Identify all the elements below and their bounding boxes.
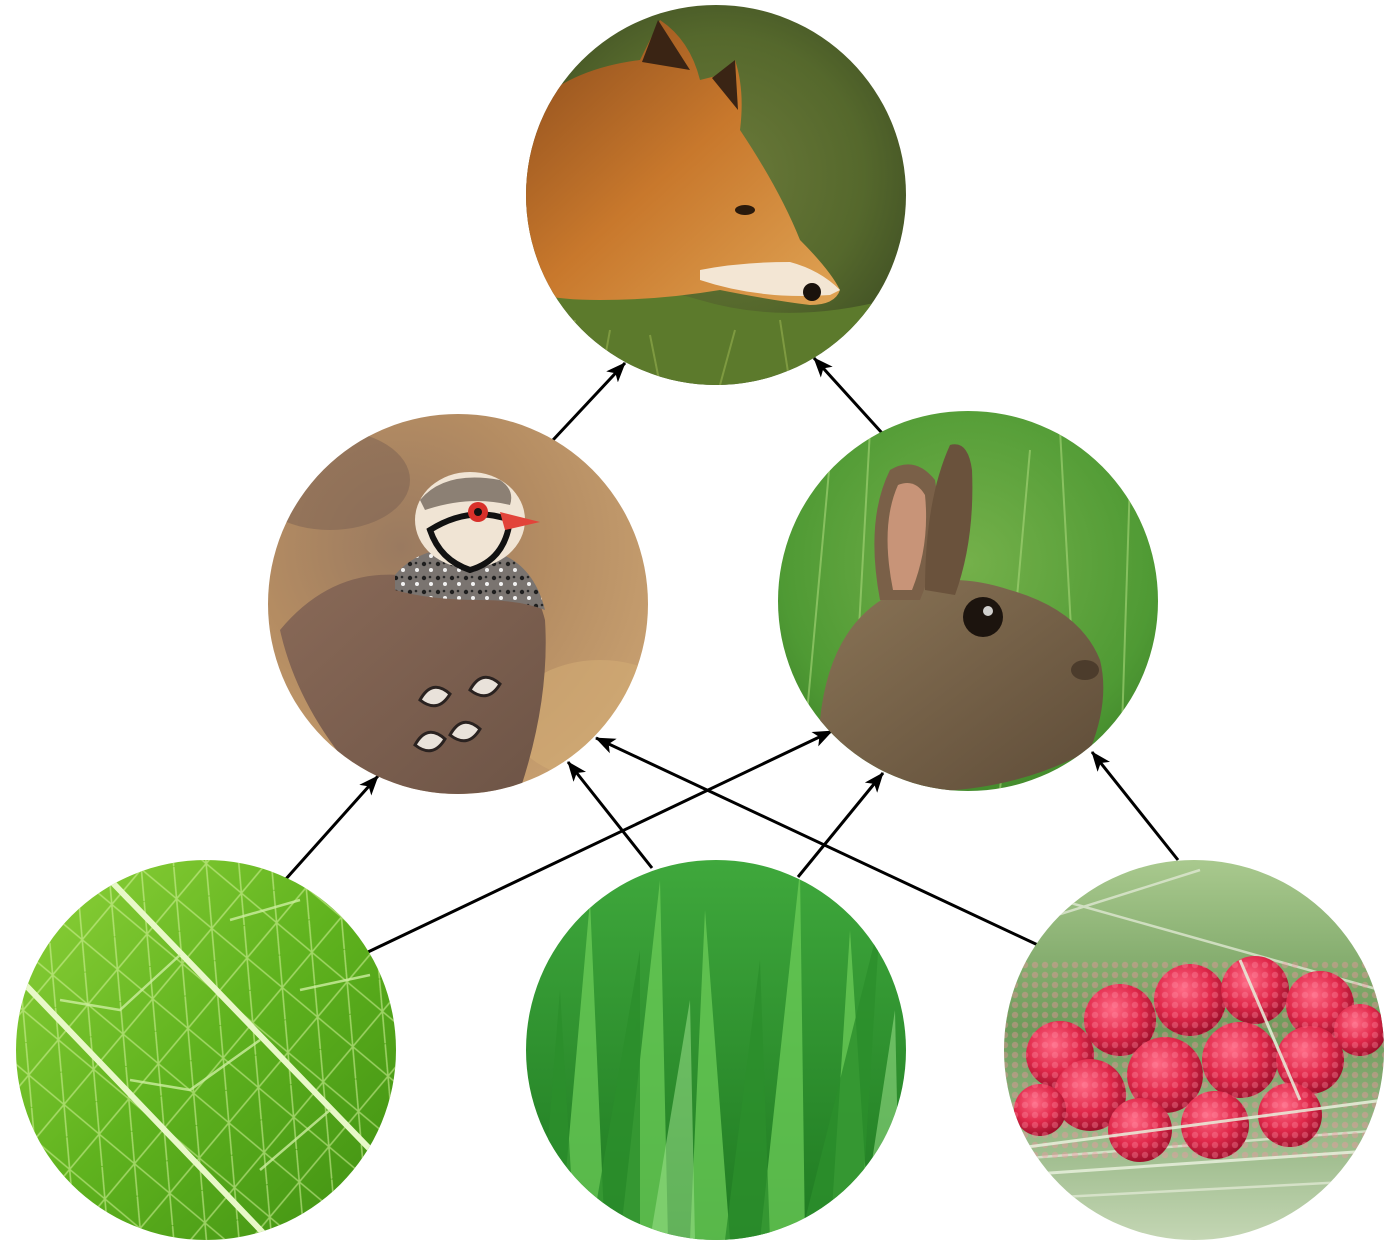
rabbit-photo [778,411,1158,792]
arrow-partridge-to-fox [553,363,625,440]
leaf-photo [16,860,396,1240]
fox-photo [520,0,920,390]
partridge-photo [250,414,690,800]
arrow-leaf-to-partridge [285,776,378,880]
grass-photo [526,860,906,1240]
arrow-raspberries-to-rabbit [1092,752,1178,860]
raspberries-photo [1004,860,1386,1240]
arrow-rabbit-to-fox [814,358,882,433]
arrow-grass-to-rabbit [798,773,883,877]
